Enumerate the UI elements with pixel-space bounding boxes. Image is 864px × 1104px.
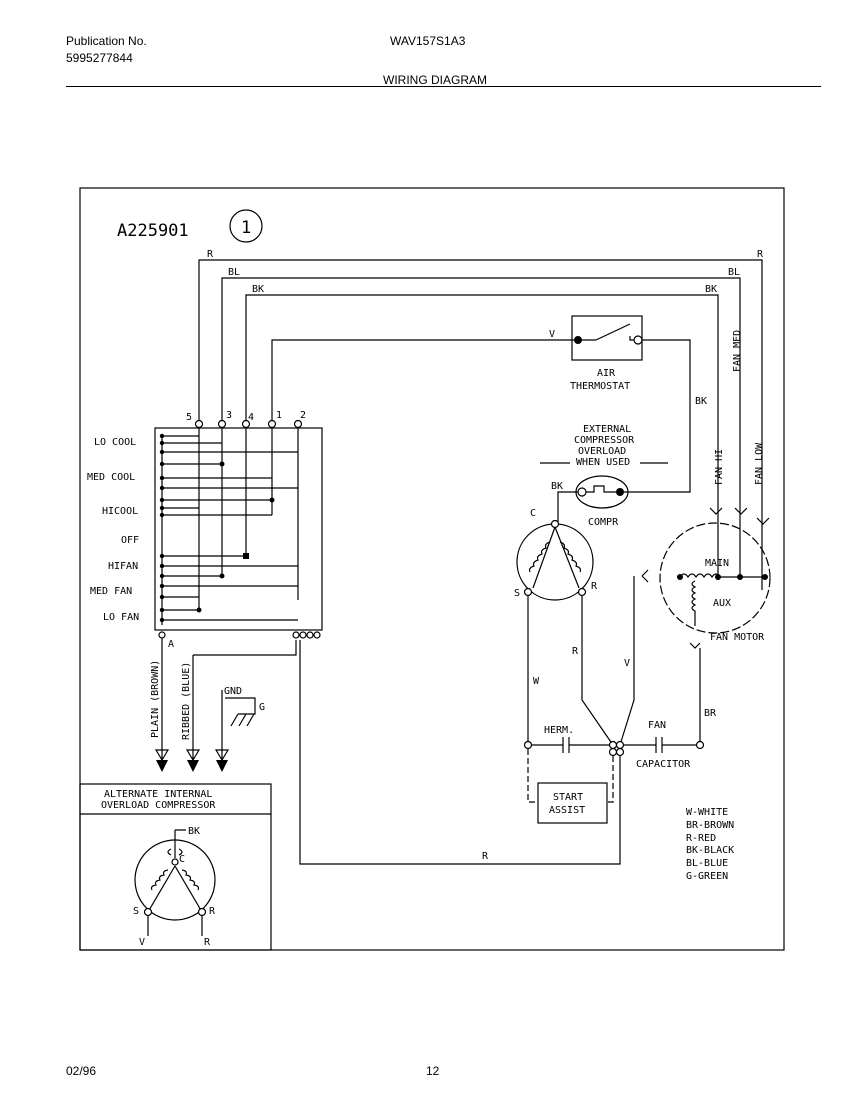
wire-label-v-fan: V [624, 658, 630, 669]
wire-label-r-top: R [207, 249, 214, 260]
power-cord: PLAIN (BROWN) RIBBED (BLUE) GND G [150, 638, 297, 772]
plain-brown-label: PLAIN (BROWN) [150, 660, 161, 738]
switch-label-lo-cool: LO COOL [94, 437, 136, 448]
fan-motor-label: FAN MOTOR [710, 632, 765, 643]
footer-date: 02/96 [66, 1064, 97, 1078]
wire-label-v: V [549, 329, 555, 340]
switch-label-hi-cool: HICOOL [102, 506, 138, 517]
selector-switch: 5 3 4 1 2 LO COOL MED COOL HICOOL OFF HI… [87, 410, 323, 650]
wire-label-r-compressor: R [572, 646, 579, 657]
wire-label-r-bottom: R [482, 851, 489, 862]
start-assist-label-1: START [553, 792, 583, 803]
overload-label-2: COMPRESSOR [574, 435, 635, 446]
alt-s-label: S [133, 906, 139, 917]
switch-label-hi-fan: HIFAN [108, 561, 138, 572]
wire-bl: BL BL [221, 267, 741, 580]
gnd-label: GND [224, 686, 242, 697]
wire-bk-thermostat [622, 339, 691, 493]
legend-blue: BL-BLUE [686, 858, 728, 869]
overload-label-1: EXTERNAL [583, 424, 631, 435]
terminal-1: 1 [276, 410, 282, 421]
terminal-2: 2 [300, 410, 306, 421]
wire-label-bk-compressor: BK [551, 481, 563, 492]
legend-green: G-GREEN [686, 871, 728, 882]
diagram-frame [79, 187, 785, 951]
terminal-a: A [168, 639, 174, 650]
alt-bk-label: BK [188, 826, 200, 837]
alt-title-1: ALTERNATE INTERNAL [104, 789, 212, 800]
wire-bk-compressor [557, 491, 578, 522]
fan-motor: MAIN AUX FAN MOTOR [641, 507, 771, 649]
switch-contacts [162, 435, 298, 621]
alt-title-2: OVERLOAD COMPRESSOR [101, 800, 216, 811]
alternate-compressor-box: ALTERNATE INTERNAL OVERLOAD COMPRESSOR B… [79, 783, 272, 951]
publication-label: Publication No. [66, 34, 147, 48]
alt-r-label: R [209, 906, 216, 917]
wires-to-capacitor [527, 576, 635, 746]
fan-label: FAN [648, 720, 666, 731]
overload-label-4: WHEN USED [576, 457, 630, 468]
wire-label-bk-right: BK [705, 284, 717, 295]
terminal-5: 5 [186, 412, 192, 423]
compressor-r-label: R [591, 581, 598, 592]
fan-aux-label: AUX [713, 598, 731, 609]
compr-label: COMPR [588, 517, 619, 528]
start-assist-label-2: ASSIST [549, 805, 585, 816]
thermostat-label-2: THERMOSTAT [570, 381, 630, 392]
section-title: WIRING DIAGRAM [383, 73, 487, 87]
switch-label-med-fan: MED FAN [90, 586, 132, 597]
wire-label-bl-right: BL [728, 267, 740, 278]
page-number: 12 [426, 1064, 440, 1078]
overload-label-3: OVERLOAD [578, 446, 626, 457]
wire-label-br: BR [704, 708, 717, 719]
external-overload: EXTERNAL COMPRESSOR OVERLOAD WHEN USED C… [540, 424, 668, 528]
color-legend: W-WHITE BR-BROWN R-RED BK-BLACK BL-BLUE … [686, 807, 734, 882]
fan-low-label: FAN LOW [754, 442, 765, 485]
revision-circle [229, 209, 263, 243]
thermostat-label-1: AIR [597, 368, 616, 379]
header-rule [66, 86, 821, 87]
revision-number: 1 [241, 218, 251, 238]
legend-white: W-WHITE [686, 807, 728, 818]
wire-label-r-right: R [757, 249, 764, 260]
alt-r-bottom-label: R [204, 937, 211, 948]
fan-main-label: MAIN [705, 558, 729, 569]
compressor-c-label: C [530, 508, 536, 519]
switch-label-off: OFF [121, 535, 139, 546]
alt-c-label: C [179, 854, 185, 865]
wire-label-bk-thermostat: BK [695, 396, 707, 407]
compressor: C S R [514, 508, 598, 601]
model-number: WAV157S1A3 [390, 34, 466, 48]
fan-hi-label: FAN HI [714, 449, 725, 485]
wire-label-w: W [533, 676, 540, 687]
ribbed-blue-label: RIBBED (BLUE) [181, 662, 192, 740]
wire-r-top: R R [198, 249, 764, 590]
wire-v-thermostat: V [271, 329, 574, 424]
herm-label: HERM. [544, 725, 574, 736]
wire-bk: BK BK [245, 284, 719, 580]
part-id: A225901 [117, 221, 189, 241]
capacitor: HERM. FAN CAPACITOR [523, 720, 705, 770]
switch-label-lo-fan: LO FAN [103, 612, 139, 623]
start-assist: START ASSIST [527, 749, 614, 824]
legend-black: BK-BLACK [686, 845, 734, 856]
wire-label-bl-left: BL [228, 267, 240, 278]
fan-med-label: FAN MED [732, 330, 743, 372]
air-thermostat: AIR THERMOSTAT [570, 315, 643, 392]
wire-r-bottom [299, 640, 621, 865]
capacitor-label: CAPACITOR [636, 759, 691, 770]
terminal-4: 4 [248, 412, 254, 423]
wire-label-bk-left: BK [252, 284, 264, 295]
compressor-s-label: S [514, 588, 520, 599]
g-label: G [259, 702, 265, 713]
alt-v-label: V [139, 937, 145, 948]
switch-dots [159, 433, 275, 623]
terminal-3: 3 [226, 410, 232, 421]
legend-red: R-RED [686, 833, 716, 844]
switch-label-med-cool: MED COOL [87, 472, 135, 483]
legend-brown: BR-BROWN [686, 820, 734, 831]
publication-number: 5995277844 [66, 51, 133, 65]
